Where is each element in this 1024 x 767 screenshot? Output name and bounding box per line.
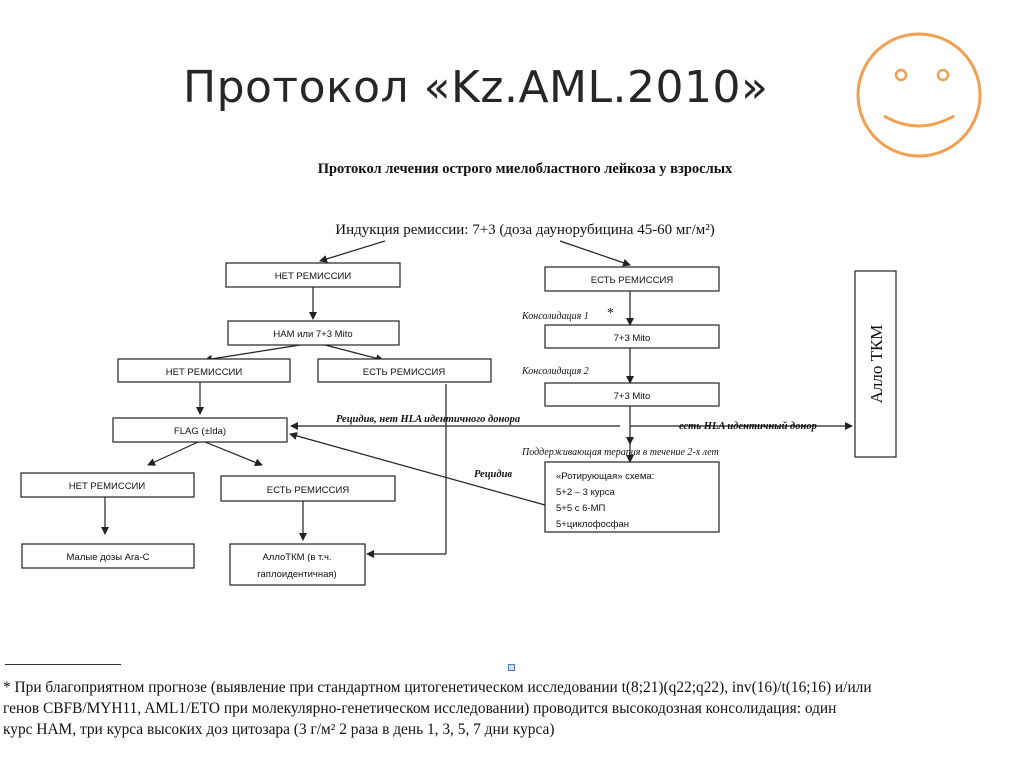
box-rotating-text-1: «Ротирующая» схема: [556,471,654,482]
box-mito-1 [544,324,720,349]
label-relapse-no-hla: Рецидив, нет HLA идентичного донора [336,414,520,425]
box-mito-1-text: 7+3 Mito [614,333,651,344]
box-remission-1 [544,266,720,292]
label-relapse: Рецидив [474,469,512,480]
induction-label: Индукция ремиссии: 7+3 (доза даунорубици… [335,222,714,238]
box-no-remission-2-text: НЕТ РЕМИССИИ [166,367,243,378]
box-remission-3 [220,475,396,502]
label-consolidation-1: Консолидация 1 [521,311,589,322]
box-mito-2 [544,382,720,407]
smiley-icon [856,32,982,158]
box-ham [227,320,400,346]
label-asterisk: * [607,306,614,321]
slide-title: Протокол «Kz.AML.2010» [183,62,769,113]
box-flag [112,417,288,443]
box-remission-1-text: ЕСТЬ РЕМИССИЯ [591,275,674,286]
box-remission-2-text: ЕСТЬ РЕМИССИЯ [363,367,446,378]
box-remission-3-text: ЕСТЬ РЕМИССИЯ [267,485,350,496]
box-no-remission-1-text: НЕТ РЕМИССИИ [275,271,352,282]
box-rotating-text-4: 5+циклофосфан [556,519,629,530]
box-no-remission-3 [20,472,195,498]
box-allo-big-text: Алло ТКМ [867,325,886,404]
box-allo-big [854,270,897,458]
resize-handle[interactable] [508,664,515,671]
box-low-dose [21,543,195,569]
box-allo-small [229,543,366,586]
box-low-dose-text: Малые дозы Ara-C [67,552,150,563]
box-flag-text: FLAG (±Ida) [174,426,226,437]
box-allo-small-text-2: гаплоидентичная) [257,569,336,580]
box-allo-small-text-1: АллоТКМ (в т.ч. [262,552,331,563]
connectors [101,240,853,558]
box-no-remission-1 [225,262,401,288]
label-maintenance: Поддерживающая терапия в течение 2-х лет [521,447,719,458]
box-no-remission-3-text: НЕТ РЕМИССИИ [69,481,146,492]
footnote-line-3: курс НАМ, три курса высоких доз цитозара… [3,721,555,738]
footnote-rule [5,664,121,665]
footnote-line-1: * При благоприятном прогнозе (выявление … [3,679,872,696]
label-consolidation-2: Консолидация 2 [521,366,589,377]
box-rotating-text-2: 5+2 – 3 курса [556,487,616,498]
box-no-remission-2 [117,358,291,383]
diagram-title: Протокол лечения острого миелобластного … [318,161,733,177]
box-rotating [544,461,720,533]
label-hla-donor: есть HLA идентичный донор [679,421,817,432]
footnote-line-2: генов CBFB/MYH11, AML1/ETO при молекуляр… [3,700,837,717]
box-rotating-text-3: 5+5 с 6-МП [556,503,606,514]
box-ham-text: НАМ или 7+3 Mito [273,329,352,340]
box-mito-2-text: 7+3 Mito [614,391,651,402]
footnote: * При благоприятном прогнозе (выявление … [3,677,1018,740]
box-remission-2 [317,358,492,383]
